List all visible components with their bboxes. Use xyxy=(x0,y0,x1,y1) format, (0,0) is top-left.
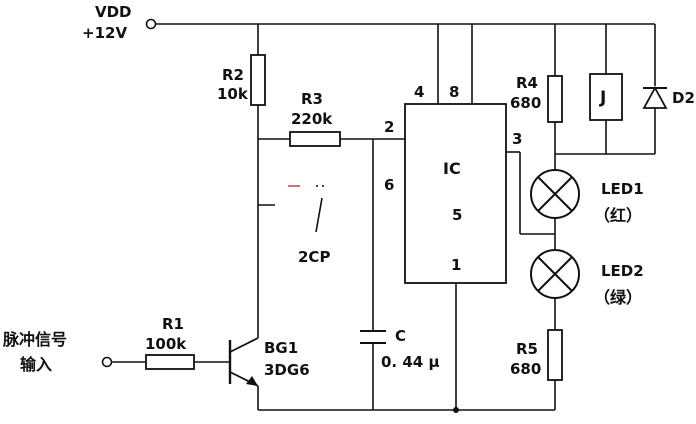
relay-coil xyxy=(589,73,623,121)
r3-name-label: R3 xyxy=(301,90,323,108)
d2-diode xyxy=(642,86,668,109)
pin6-label: 6 xyxy=(384,176,394,194)
diode-label: D2 xyxy=(672,89,695,107)
r1-name-label: R1 xyxy=(162,315,184,333)
r4-name-label: R4 xyxy=(516,74,538,92)
vdd-terminal xyxy=(145,18,157,30)
led2-lamp xyxy=(530,249,580,299)
ic-label: IC xyxy=(443,159,461,178)
cp-label: 2CP xyxy=(298,248,330,266)
capacitor-c xyxy=(360,330,386,344)
r1-value-label: 100k xyxy=(145,335,187,353)
r5-resistor xyxy=(547,329,563,381)
r1-resistor xyxy=(145,354,195,370)
ic-number-label: 5 xyxy=(452,206,462,224)
vdd-label: VDD xyxy=(95,3,132,21)
junction-dot xyxy=(453,407,459,413)
r4-value-label: 680 xyxy=(510,94,541,112)
pin2-label: 2 xyxy=(384,118,394,136)
wires xyxy=(112,23,656,411)
r2-name-label: R2 xyxy=(222,66,244,84)
r5-name-label: R5 xyxy=(516,340,538,358)
pin4-label: 4 xyxy=(414,83,424,101)
input-label-line2: 输入 xyxy=(20,355,52,374)
pin1-label: 1 xyxy=(451,256,461,274)
r5-value-label: 680 xyxy=(510,360,541,378)
led1-name-label: LED1 xyxy=(601,180,644,198)
cap-value-label: 0. 44 μ xyxy=(381,353,440,371)
pin3-label: 3 xyxy=(512,130,522,148)
terminals xyxy=(101,18,459,413)
r2-resistor xyxy=(250,54,266,106)
ic-555 xyxy=(404,103,507,284)
bg1-transistor xyxy=(228,337,259,387)
relay-label: J xyxy=(599,88,606,108)
r2-value-label: 10k xyxy=(217,85,249,103)
input-label-line1: 脉冲信号 xyxy=(2,330,67,349)
led1-color-label: （红） xyxy=(594,206,642,225)
pin8-label: 8 xyxy=(449,83,459,101)
input-terminal xyxy=(101,356,113,368)
cap-name-label: C xyxy=(395,327,406,345)
cp-diode xyxy=(288,185,324,233)
led1-lamp xyxy=(530,169,580,219)
led2-color-label: （绿） xyxy=(594,288,642,307)
led2-name-label: LED2 xyxy=(601,262,644,280)
bg1-name-label: BG1 xyxy=(264,339,298,357)
r4-resistor xyxy=(547,75,563,123)
r3-value-label: 220k xyxy=(291,110,333,128)
vdd-voltage-label: +12V xyxy=(82,24,127,42)
r3-resistor xyxy=(289,131,341,147)
text-labels: VDD +12V R2 10k R3 220k R4 680 J D2 4 8 … xyxy=(2,3,695,379)
bg1-type-label: 3DG6 xyxy=(264,361,310,379)
